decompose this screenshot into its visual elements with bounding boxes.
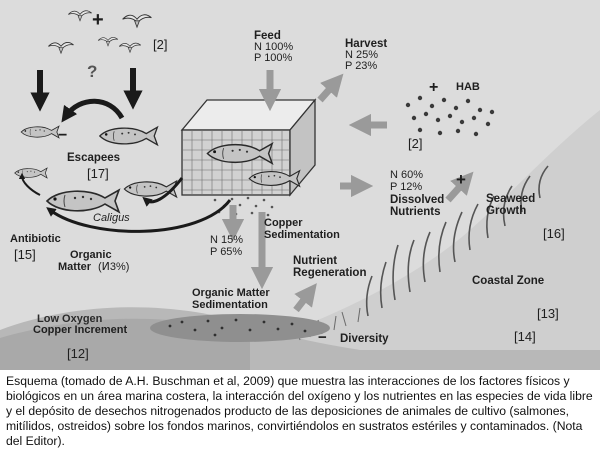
hab-plus-sign: +: [429, 79, 439, 96]
feed-p-value: P 100%: [254, 52, 293, 64]
wild-fish-arrow: [18, 172, 41, 196]
ref-13: [13]: [537, 306, 559, 321]
organic-matter-sedimentation-label: Organic Matter: [192, 287, 270, 299]
coastal-slope: [250, 110, 600, 370]
seaweed-growth-arrow: [445, 171, 474, 203]
figure-caption: Esquema (tomado de A.H. Buschman et al, …: [6, 374, 593, 448]
nutrient-regeneration-label: Nutrient: [293, 255, 338, 267]
sediment-particles: [168, 318, 307, 337]
question-mark: ?: [87, 62, 98, 81]
organic-matter-label: Organic: [70, 249, 112, 261]
copper-sedimentation-label-2: Sedimentation: [264, 229, 340, 241]
hab-particles: [405, 95, 495, 137]
seaweed-plus-sign: +: [456, 170, 466, 189]
ref-2-birds: [2]: [153, 37, 168, 52]
diversity-label: Diversity: [340, 333, 389, 345]
organic-matter-sedimentation-label-2: Sedimentation: [192, 299, 268, 311]
low-oxygen-label: Low Oxygen: [37, 313, 103, 325]
dissolved-p-value: P 12%: [390, 181, 423, 193]
hab-label: HAB: [456, 81, 480, 93]
dissolved-n-value: N 60%: [390, 169, 424, 181]
seaweed-icon: [365, 165, 549, 317]
seaweed-growth-label-2: Growth: [486, 205, 527, 217]
birds-plus-sign: +: [92, 9, 104, 31]
nutrient-regeneration-arrow: [293, 283, 317, 313]
sediment-pile: [150, 314, 330, 342]
diversity-minus-sign: −: [318, 329, 327, 346]
ref-15: [15]: [14, 247, 36, 262]
sedimentation-p-value: P 65%: [210, 246, 243, 258]
harvest-arrow: [317, 73, 344, 103]
dissolved-nutrients-label-2: Nutrients: [390, 206, 441, 218]
sedimentation-n-value: N 15%: [210, 234, 244, 246]
harvest-label: Harvest: [345, 38, 388, 50]
feed-label: Feed: [254, 30, 281, 42]
dissolved-nutrients-label: Dissolved: [390, 194, 445, 206]
coastal-zone-label: Coastal Zone: [472, 275, 545, 287]
ref-14: [14]: [514, 329, 536, 344]
escapees-label: Escapees: [67, 152, 121, 164]
ref-2-hab: [2]: [408, 136, 423, 151]
diagram-artwork: [0, 0, 600, 370]
antibiotic-label: Antibiotic: [10, 233, 61, 245]
copper-sedimentation-label: Copper: [264, 217, 303, 229]
harvest-p-value: P 23%: [345, 60, 378, 72]
harvest-n-value: N 25%: [345, 49, 379, 61]
feed-n-value: N 100%: [254, 41, 294, 53]
escape-arrow: [142, 177, 184, 207]
caligus-label: Caligus: [93, 212, 130, 224]
escapees-minus-sign: −: [58, 127, 68, 144]
nutrient-regeneration-label-2: Regeneration: [293, 267, 367, 279]
diagram: Feed N 100% P 100% Harvest N 25% P 23% +…: [0, 0, 600, 370]
copper-increment-label: Copper Increment: [33, 324, 128, 336]
caligus-arrow: [46, 199, 232, 233]
seaweed-growth-label: Seaweed: [486, 193, 536, 205]
ref-16: [16]: [543, 226, 565, 241]
organic-matter-label-2: Matter: [58, 261, 92, 273]
organic-matter-percent: (Ͷ3%): [98, 261, 130, 273]
ref-17: [17]: [87, 166, 109, 181]
escapee-arrow: [61, 98, 125, 123]
ref-12: [12]: [67, 346, 89, 361]
